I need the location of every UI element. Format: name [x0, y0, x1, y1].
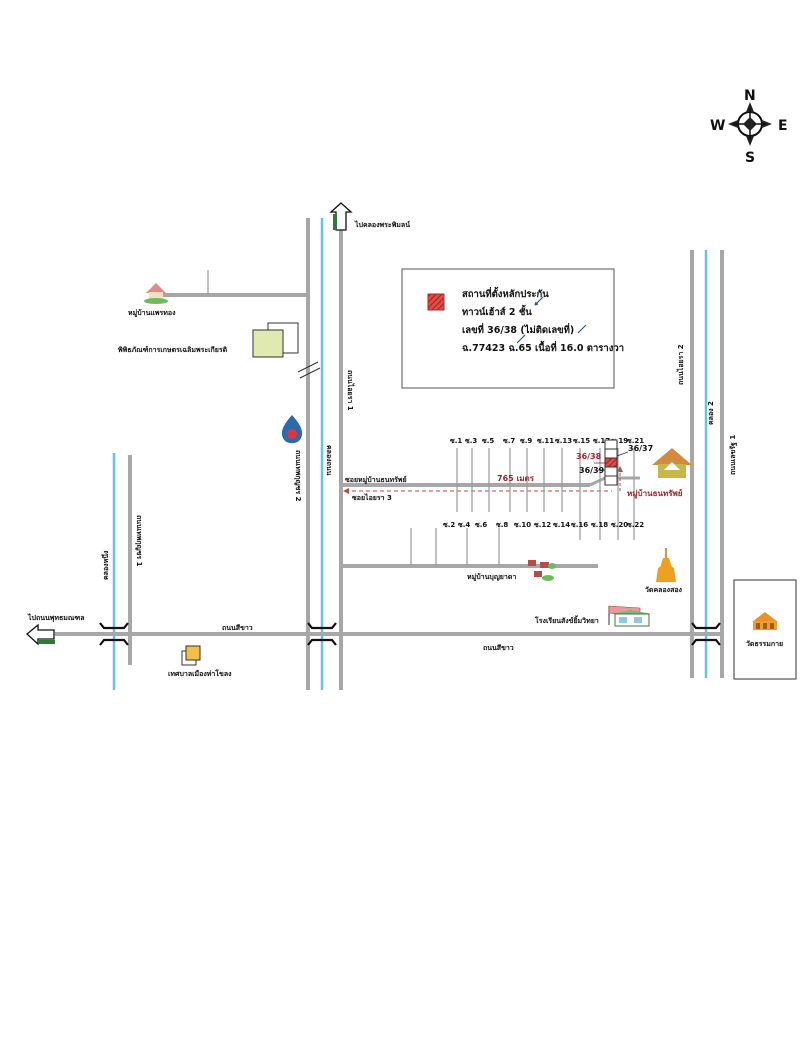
soi-label-top: ซ.5 — [482, 437, 494, 445]
soi-label-top: ซ.21 — [627, 437, 644, 445]
khlong-nueng-label: คลองหนึ่ง — [100, 550, 110, 580]
aiyara-1-label: ถนนไอยรา 1 — [346, 370, 355, 411]
compass-east: E — [778, 118, 788, 134]
soi-label-top: ซ.1 — [450, 437, 462, 445]
soi-label-bottom: ซ.4 — [458, 521, 470, 529]
sai-khao-label-left: ถนนสีขาว — [222, 624, 253, 632]
soi-label-bottom: ซ.12 — [534, 521, 551, 529]
village-thanasap-icon — [652, 448, 692, 478]
lot-36-37: 36/37 — [628, 444, 653, 453]
museum-label: พิพิธภัณฑ์การเกษตรเฉลิมพระเกียรติ — [118, 345, 228, 354]
aiyara-2-label: ถนนไอยรา 2 — [676, 344, 685, 385]
village-bunyarat-icon — [528, 560, 556, 581]
soi-label-top: ซ.13 — [555, 437, 572, 445]
gas-station-icon — [281, 415, 303, 444]
soi-label-top: ซ.15 — [573, 437, 590, 445]
school-icon — [608, 605, 652, 627]
soi-label-top: ซ.17 — [593, 437, 610, 445]
khlong-2-label: คลอง 2 — [707, 401, 715, 425]
arrow-up-icon — [329, 202, 353, 231]
wat-right-label: วัดธรรมกาย — [746, 640, 783, 648]
compass-south: S — [745, 150, 755, 166]
temple-icon — [752, 612, 778, 630]
soi-label-top: ซ.19 — [611, 437, 628, 445]
municipality-label: เทศบาลเมืองท่าโขลง — [168, 669, 232, 678]
soi-label-bottom: ซ.8 — [496, 521, 508, 529]
thep-kunchon-2-label: ถนนเทพกุญชร 2 — [294, 450, 302, 502]
lot-block — [594, 439, 629, 486]
soi-label-bottom: ซ.16 — [571, 521, 588, 529]
soi-label-bottom: ซ.10 — [514, 521, 531, 529]
compass-rose: N S E W — [710, 88, 788, 166]
khlong-thanon-label: คลองถนน — [325, 445, 333, 476]
legend-line-2: ทาวน์เฮ้าส์ 2 ชั้น — [462, 304, 532, 318]
soi-label-top: ซ.11 — [537, 437, 554, 445]
wat-khlong-song-label: วัดคลองสอง — [645, 586, 683, 594]
compass-north: N — [744, 88, 756, 104]
school-label: โรงเรียนสังข์ยิ้มวิทยา — [534, 614, 599, 625]
target-lot-marker — [604, 457, 618, 468]
legend-line-1: สถานที่ตั้งหลักประกัน — [462, 286, 549, 300]
arrow-left-icon — [26, 623, 55, 646]
lot-36-39: 36/39 — [579, 466, 605, 475]
legend-box — [401, 268, 615, 389]
soi-aiyara-3-label: ซอยไอยรา 3 — [352, 493, 392, 502]
bridge-icon — [307, 622, 337, 646]
legend-line-3: เลขที่ 36/38 (ไม่ติดเลขที่) — [462, 322, 574, 336]
bridge-icon — [691, 622, 721, 646]
soi-label-bottom: ซ.18 — [591, 521, 608, 529]
soi-label-top: ซ.7 — [503, 437, 515, 445]
legend-marker — [427, 293, 445, 311]
village-thanasap-label: หมู่บ้านธนทรัพย์ — [627, 488, 683, 499]
distance-label: 765 เมตร — [497, 474, 535, 483]
bridge-icon — [99, 622, 129, 646]
legend-line-4: ฉ.77423 ฉ.65 เนื้อที่ 16.0 ตารางวา — [462, 340, 624, 354]
compass-west: W — [710, 118, 725, 134]
to-phutthamonthon-label: ไปถนนพุทธมณฑล — [27, 613, 84, 622]
museum-icon — [252, 322, 299, 358]
to-khlong-phra-phimon-label: ไปคลองพระพิมลน์ — [354, 220, 410, 229]
bridges — [99, 622, 721, 646]
municipality-icon — [181, 645, 201, 666]
soi-label-top: ซ.9 — [520, 437, 532, 445]
stupa-icon — [656, 548, 676, 582]
soi-label-bottom: ซ.14 — [553, 521, 570, 529]
soi-label-bottom: ซ.2 — [443, 521, 455, 529]
lert-rat-1-label: ถนนเลขรัฐ 1 — [729, 435, 738, 475]
soi-village-label: ซอยหมู่บ้านธนทรัพย์ — [345, 475, 407, 485]
thep-kunchon-1-label: ถนนเทพกุญชร 1 — [135, 515, 143, 567]
village-bunyarat-label: หมู่บ้านบุญยาดา — [467, 572, 516, 582]
road-break-mark — [297, 361, 321, 379]
village-thepthong-icon — [144, 283, 168, 304]
soi-label-bottom: ซ.20 — [611, 521, 628, 529]
soi-label-bottom: ซ.6 — [475, 521, 487, 529]
soi-label-top: ซ.3 — [465, 437, 477, 445]
soi-label-bottom: ซ.22 — [627, 521, 644, 529]
village-thepthong-label: หมู่บ้านแพรทอง — [128, 308, 176, 318]
sai-khao-label-right: ถนนสีขาว — [483, 644, 514, 652]
lot-36-38: 36/38 — [576, 452, 602, 461]
